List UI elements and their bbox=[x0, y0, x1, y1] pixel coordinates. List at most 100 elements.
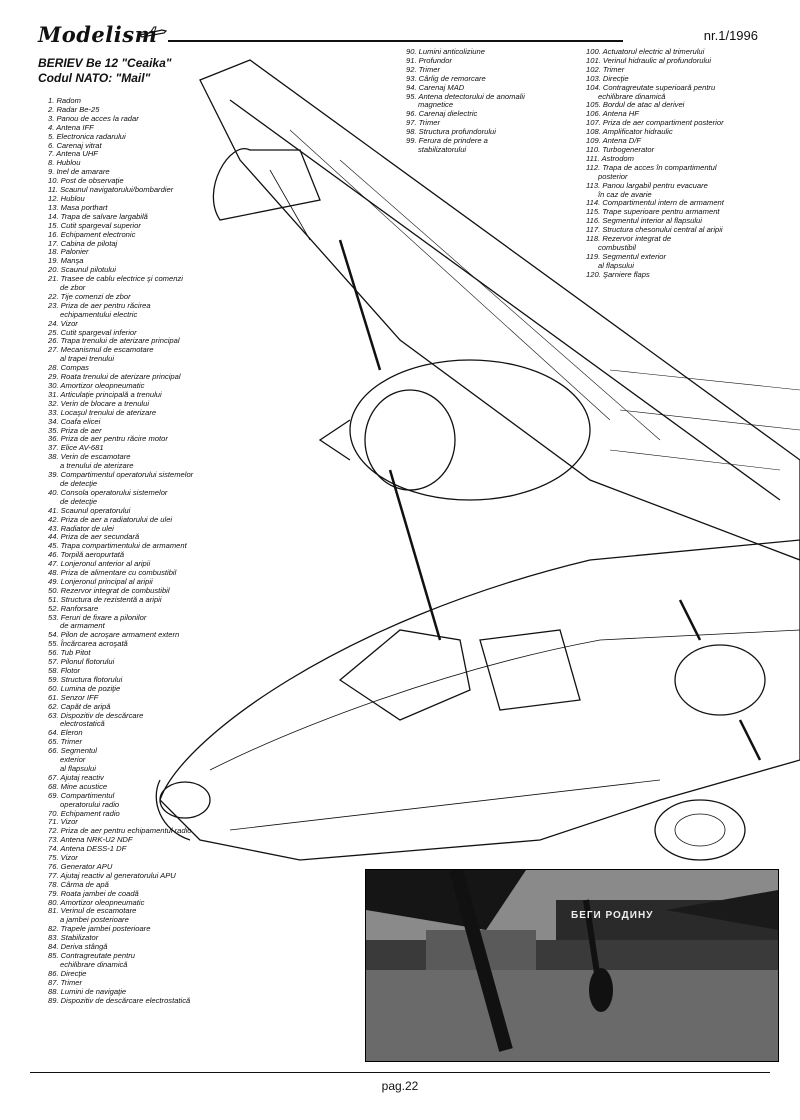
legend-item: 12. Hublou bbox=[48, 193, 85, 203]
legend-item: 21. Trasee de cablu electrice şi comenzi bbox=[48, 274, 183, 284]
legend-item: 100. Actuatorul electric al trimerului bbox=[586, 47, 705, 56]
legend-item: 54. Pilon de acroşare armament extern bbox=[48, 630, 180, 640]
legend-item: 89. Dispozitiv de descărcare electrostat… bbox=[48, 995, 191, 1005]
footer-rule bbox=[30, 1072, 770, 1073]
legend-item: 75. Vizor bbox=[48, 853, 78, 863]
legend-item: 15. Cutit spargeval superior bbox=[48, 220, 141, 230]
legend-item: 43. Radiator de ulei bbox=[48, 523, 114, 533]
legend-item: 80. Amortizor oleopneumatic bbox=[48, 897, 145, 907]
legend-item: de detecţie bbox=[60, 496, 98, 506]
legend-item: 67. Ajutaj reactiv bbox=[48, 772, 104, 782]
legend-item: 35. Priza de aer bbox=[48, 425, 102, 435]
legend-item: 59. Structura flotorului bbox=[48, 674, 123, 684]
legend-item: 102. Trimer bbox=[586, 64, 625, 74]
legend-item: 4. Antena IFF bbox=[48, 122, 94, 132]
legend-item: 39. Compartimentul operatorului sistemel… bbox=[48, 470, 194, 480]
legend-item: 105. Bordul de atac al derivei bbox=[586, 100, 685, 110]
legend-item: 18. Palonier bbox=[48, 247, 89, 257]
legend-item: 30. Amortizor oleopneumatic bbox=[48, 381, 145, 390]
legend-item: a trenului de aterizare bbox=[60, 461, 134, 471]
legend-item: 53. Feruri de fixare a pilonilor bbox=[48, 612, 147, 622]
legend-item: 47. Lonjeronul anterior al aripii bbox=[48, 559, 151, 569]
legend-item: 78. Cârma de apă bbox=[48, 879, 109, 889]
legend-item: în caz de avarie bbox=[598, 189, 652, 199]
legend-item: 8. Hublou bbox=[48, 158, 81, 168]
legend-item: 9. Inel de amarare bbox=[48, 167, 110, 177]
legend-item: al flapsului bbox=[60, 763, 96, 773]
legend-item: 13. Masa porthart bbox=[48, 202, 108, 212]
legend-item: 3. Panou de acces la radar bbox=[48, 113, 139, 123]
legend-item: operatorului radio bbox=[60, 799, 120, 809]
nato-code: Codul NATO: "Mail" bbox=[38, 71, 151, 85]
issue-number: nr.1/1996 bbox=[703, 28, 758, 43]
legend-item: 85. Contragreutate pentru bbox=[48, 951, 135, 960]
legend-item: 91. Profundor bbox=[406, 55, 453, 65]
legend-item: 10. Post de observaţie bbox=[48, 176, 124, 186]
legend-item: al trapei trenului bbox=[60, 354, 115, 364]
legend-item: posterior bbox=[598, 171, 628, 181]
legend-item: 62. Capăt de aripă bbox=[48, 701, 111, 711]
legend-item: 119. Segmentul exterior bbox=[586, 251, 667, 261]
legend-item: 93. Cârlig de remorcare bbox=[406, 73, 486, 83]
legend-item: 31. Articulaţie principală a trenului bbox=[48, 389, 162, 399]
legend-item: 110. Turbogenerator bbox=[586, 144, 655, 154]
legend-item: 109. Antena D/F bbox=[586, 136, 642, 146]
legend-item: 68. Mine acustice bbox=[48, 781, 108, 791]
aircraft-name: BERIEV Be 12 "Ceaika" bbox=[38, 56, 172, 70]
legend-item: 95. Antena detectorului de anomalii bbox=[406, 91, 525, 101]
legend-item: 24. Vizor bbox=[48, 318, 78, 328]
legend-item: 92. Trimer bbox=[406, 64, 441, 74]
legend-item: al flapsului bbox=[598, 260, 634, 270]
parts-legend-rear: 100. Actuatorul electric al trimerului 10… bbox=[586, 47, 761, 280]
legend-item: 7. Antena UHF bbox=[48, 149, 98, 159]
legend-item: 114. Compartimentul intern de armament bbox=[586, 198, 724, 208]
legend-item: 69. Compartimentul bbox=[48, 790, 115, 800]
legend-item: 74. Antena DESS-1 DF bbox=[48, 844, 127, 854]
legend-item: 14. Trapa de salvare largabilă bbox=[48, 211, 148, 221]
article-title: BERIEV Be 12 "Ceaika" Codul NATO: "Mail" bbox=[38, 56, 171, 86]
legend-item: 26. Trapa trenului de aterizare principa… bbox=[48, 336, 180, 346]
brand-logo: Modelism bbox=[38, 22, 158, 47]
legend-item: 6. Carenaj vitrat bbox=[48, 140, 102, 150]
legend-item: de zbor bbox=[60, 283, 86, 293]
legend-item: 33. Locaşul trenului de aterizare bbox=[48, 407, 157, 417]
legend-item: 117. Structura chesonului central al ari… bbox=[586, 225, 723, 235]
legend-item: 50. Rezervor integrat de combustibil bbox=[48, 585, 170, 595]
legend-item: magnetice bbox=[418, 100, 454, 110]
legend-item: 48. Priza de alimentare cu combustibil bbox=[48, 568, 177, 578]
legend-item: 99. Ferura de prindere a bbox=[406, 136, 488, 146]
legend-item: 52. Ranforsare bbox=[48, 603, 99, 613]
legend-item: 106. Antena HF bbox=[586, 109, 639, 119]
legend-item: a jambei posterioare bbox=[60, 915, 129, 925]
legend-item: 16. Echipament electronic bbox=[48, 229, 136, 239]
legend-item: 107. Priza de aer compartiment posterior bbox=[586, 118, 724, 128]
legend-item: 98. Structura profundorului bbox=[406, 127, 496, 137]
legend-item: 45. Trapa compartimentului de armament bbox=[48, 541, 187, 551]
legend-item: 120. Şarniere flaps bbox=[586, 269, 650, 279]
legend-item: 82. Trapele jambei posterioare bbox=[48, 924, 151, 934]
legend-item: 29. Roata trenului de aterizare principa… bbox=[48, 372, 181, 382]
legend-item: 88. Lumini de navigaţie bbox=[48, 986, 127, 996]
legend-item: 37. Elice AV-681 bbox=[48, 443, 104, 453]
legend-item: 25. Cutit spargeval inferior bbox=[48, 327, 137, 337]
cutaway-aircraft-drawing-icon bbox=[155, 59, 800, 861]
legend-item: 115. Trape superioare pentru armament bbox=[586, 207, 720, 217]
legend-item: 103. Direcţie bbox=[586, 73, 629, 83]
legend-item: 58. Flotor bbox=[48, 666, 81, 675]
legend-item: 96. Carenaj dielectric bbox=[406, 109, 478, 119]
legend-item: 23. Priza de aer pentru răcirea bbox=[48, 300, 151, 310]
legend-item: 94. Carenaj MAD bbox=[406, 82, 465, 92]
aircraft-photo: БЕГИ РОДИНУ bbox=[365, 869, 779, 1062]
photo-sign-text: БЕГИ РОДИНУ bbox=[571, 910, 654, 921]
legend-item: 76. Generator APU bbox=[48, 861, 113, 871]
legend-item: echilibrare dinamică bbox=[60, 959, 128, 969]
legend-item: 20. Scaunul pilotului bbox=[48, 265, 116, 275]
legend-item: 118. Rezervor integrat de bbox=[586, 234, 672, 244]
legend-item: 32. Verin de blocare a trenului bbox=[48, 398, 150, 408]
legend-item: 40. Consola operatorului sistemelor bbox=[48, 487, 168, 497]
legend-item: 36. Priza de aer pentru răcire motor bbox=[48, 434, 168, 444]
legend-item: stabilizatorului bbox=[418, 144, 467, 154]
legend-item: 111. Astrodom bbox=[586, 153, 634, 163]
